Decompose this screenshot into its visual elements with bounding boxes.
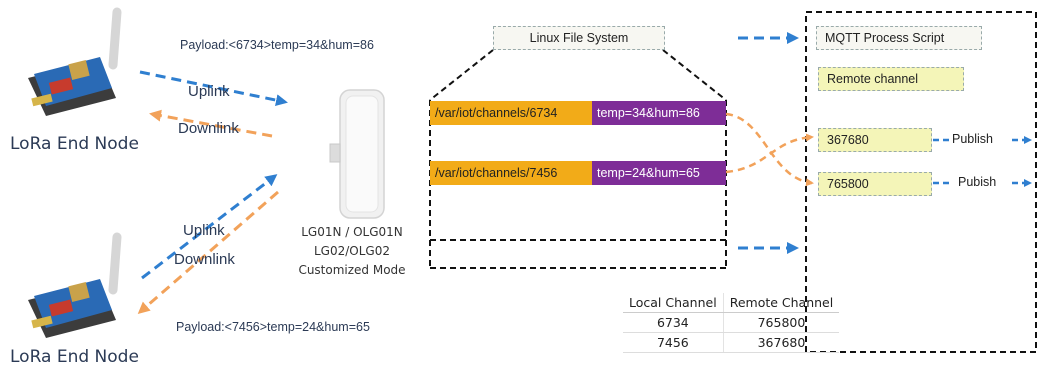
table-header: Remote Channel [722, 293, 840, 313]
bottom-end-node-icon [28, 232, 122, 338]
bottom-end-node-label: LoRa End Node [10, 347, 139, 367]
fs-value: temp=24&hum=65 [592, 161, 726, 185]
bottom-downlink-label: Downlink [174, 251, 235, 268]
linux-fs-title: Linux File System [493, 26, 665, 50]
table-cell: 7456 [623, 332, 724, 353]
remote-channel-title: Remote channel [818, 67, 964, 91]
table-cell: 367680 [722, 332, 840, 353]
top-end-node-label: LoRa End Node [10, 134, 139, 154]
gateway-model-line2: LG02/OLG02 [314, 244, 390, 258]
top-downlink-label: Downlink [178, 120, 239, 137]
table-row: 7456 367680 [623, 332, 840, 353]
fs-path: /var/iot/channels/6734 [430, 101, 592, 125]
top-uplink-label: Uplink [188, 83, 230, 100]
bottom-payload-label: Payload:<7456>temp=24&hum=65 [176, 320, 370, 334]
fs-row-6734: /var/iot/channels/6734 temp=34&hum=86 [430, 101, 726, 125]
gateway-device-icon [329, 89, 385, 219]
table-cell: 765800 [722, 312, 840, 333]
table-header: Local Channel [623, 293, 724, 313]
fs-path: /var/iot/channels/7456 [430, 161, 592, 185]
fs-row-7456: /var/iot/channels/7456 temp=24&hum=65 [430, 161, 726, 185]
mqtt-script-title: MQTT Process Script [816, 26, 982, 50]
remote-channel-367680: 367680 [818, 128, 932, 152]
table-cell: 6734 [623, 312, 724, 333]
fs-value: temp=34&hum=86 [592, 101, 726, 125]
gateway-label: LG01N / OLG01N LG02/OLG02 Customized Mod… [272, 223, 432, 280]
publish-label: Publish [952, 132, 993, 146]
top-end-node-icon [28, 7, 122, 116]
bottom-uplink-label: Uplink [183, 222, 225, 239]
remote-channel-765800: 765800 [818, 172, 932, 196]
gateway-model-line1: LG01N / OLG01N [301, 225, 403, 239]
table-row: 6734 765800 [623, 312, 840, 333]
publish-label: Pubish [958, 175, 997, 189]
gateway-mode-line: Customized Mode [298, 263, 406, 277]
table-header-row: Local Channel Remote Channel [623, 293, 840, 313]
channel-mapping-table: Local Channel Remote Channel 6734 765800… [623, 293, 840, 353]
top-payload-label: Payload:<6734>temp=34&hum=86 [180, 38, 374, 52]
